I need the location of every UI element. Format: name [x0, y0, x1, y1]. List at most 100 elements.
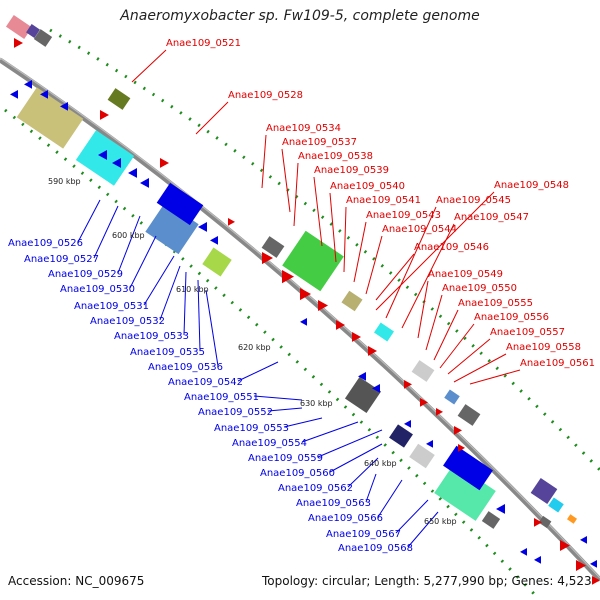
leader-line	[261, 134, 267, 189]
forward-gene-arrow-1	[100, 110, 109, 120]
forward-gene-arrow-13	[436, 408, 443, 416]
reverse-gene-arrow-36	[452, 462, 462, 473]
leader-line	[433, 309, 459, 361]
leader-line	[281, 148, 291, 213]
red-gene-label: Anae109_0538	[298, 151, 373, 162]
forward-gene-arrow-2	[160, 158, 169, 168]
leader-line	[77, 199, 101, 243]
leader-line	[301, 421, 359, 443]
forward-gene-arrow-17	[560, 540, 570, 551]
red-gene-label: Anae109_0558	[506, 342, 581, 353]
feature-gray	[457, 404, 481, 426]
leader-line	[317, 429, 383, 458]
forward-gene-arrow-5	[282, 270, 294, 284]
feature-lightgray	[411, 360, 435, 382]
forward-gene-arrow-14	[454, 426, 462, 435]
tick-label: 630 kbp	[300, 399, 333, 408]
forward-gene-arrow-15	[458, 444, 465, 452]
reverse-gene-arrow-33	[372, 384, 380, 393]
blue-gene-label: Anae109_0529	[48, 269, 123, 280]
forward-gene-arrow-6	[300, 288, 311, 301]
leader-line	[159, 265, 181, 321]
tick-label: 640 kbp	[364, 459, 397, 468]
feature-pink	[5, 15, 33, 39]
red-gene-label: Anae109_0547	[454, 212, 529, 223]
feature-green	[282, 230, 344, 292]
leader-line	[417, 280, 429, 339]
leader-line	[329, 192, 337, 263]
feature-cyan-tiny	[548, 497, 564, 513]
red-gene-label: Anae109_0555	[458, 298, 533, 309]
gene-labels: Anae109_0521Anae109_0528Anae109_0534Anae…	[8, 38, 595, 554]
blue-gene-label: Anae109_0526	[8, 238, 83, 249]
blue-gene-label: Anae109_0530	[60, 284, 135, 295]
forward-gene-arrow-11	[404, 380, 412, 389]
leader-line	[283, 417, 323, 428]
red-gene-label: Anae109_0540	[330, 181, 405, 192]
leader-line	[375, 191, 495, 311]
reverse-gene-arrow-30	[210, 236, 218, 245]
blue-gene-label: Anae109_0531	[74, 301, 149, 312]
reverse-gene-arrow-32	[358, 372, 366, 381]
label-leader-lines	[77, 49, 521, 548]
tick-label: 650 kbp	[424, 517, 457, 526]
leader-line	[375, 253, 415, 301]
feature-gray	[538, 515, 552, 529]
red-gene-label: Anae109_0550	[442, 283, 517, 294]
leader-line	[425, 294, 443, 351]
leader-line	[343, 206, 347, 273]
red-gene-label: Anae109_0556	[474, 312, 549, 323]
leader-line	[293, 162, 299, 227]
feature-steelblue-small	[444, 389, 460, 405]
leader-line	[469, 369, 521, 385]
feature-khaki	[16, 87, 84, 149]
red-gene-label: Anae109_0534	[266, 123, 341, 134]
leader-line	[117, 215, 141, 274]
blue-gene-label: Anae109_0562	[278, 483, 353, 494]
blue-gene-label: Anae109_0566	[308, 513, 383, 524]
reverse-gene-arrow-35	[426, 440, 433, 448]
feature-gray-block	[344, 376, 382, 414]
blue-gene-label: Anae109_0553	[214, 423, 289, 434]
reverse-gene-arrow-21	[24, 80, 32, 89]
reverse-gene-arrow-42	[590, 560, 597, 568]
red-gene-label: Anae109_0537	[282, 137, 357, 148]
feature-khaki-small	[341, 290, 363, 312]
feature-lightgray	[409, 443, 435, 469]
tick-label: 620 kbp	[238, 343, 271, 352]
accession-text: Accession: NC_009675	[8, 574, 145, 588]
red-gene-label: Anae109_0543	[366, 210, 441, 221]
reverse-gene-arrow-25	[112, 158, 121, 168]
blue-gene-label: Anae109_0563	[296, 498, 371, 509]
leader-line	[143, 255, 175, 306]
leader-line	[365, 473, 377, 503]
red-gene-label: Anae109_0541	[346, 195, 421, 206]
feature-orange	[567, 514, 577, 524]
leader-line	[267, 407, 303, 412]
leader-line	[205, 289, 219, 367]
topology-text: Topology: circular; Length: 5,277,990 bp…	[262, 574, 592, 588]
forward-gene-arrow-10	[368, 346, 377, 356]
feature-cyan-small	[374, 322, 394, 342]
blue-gene-label: Anae109_0551	[184, 392, 259, 403]
reverse-gene-arrow-40	[534, 556, 541, 564]
feature-gray	[33, 29, 53, 47]
leader-line	[453, 353, 507, 383]
forward-gene-arrow-8	[336, 320, 345, 330]
feature-blue-large	[156, 182, 204, 226]
blue-gene-label: Anae109_0554	[232, 438, 307, 449]
feature-purple	[530, 477, 558, 505]
feature-blue-block	[443, 445, 493, 491]
leader-line	[313, 176, 323, 247]
leader-line	[365, 235, 383, 295]
reverse-gene-arrow-37	[470, 472, 479, 482]
forward-gene-arrow-18	[576, 560, 586, 571]
reverse-gene-arrow-24	[98, 150, 107, 160]
red-gene-label: Anae109_0549	[428, 269, 503, 280]
forward-gene-arrow-19	[592, 576, 600, 585]
blue-gene-label: Anae109_0567	[326, 529, 401, 540]
gene-features	[5, 15, 600, 585]
reverse-gene-arrow-26	[128, 168, 137, 178]
leader-line	[353, 221, 367, 283]
